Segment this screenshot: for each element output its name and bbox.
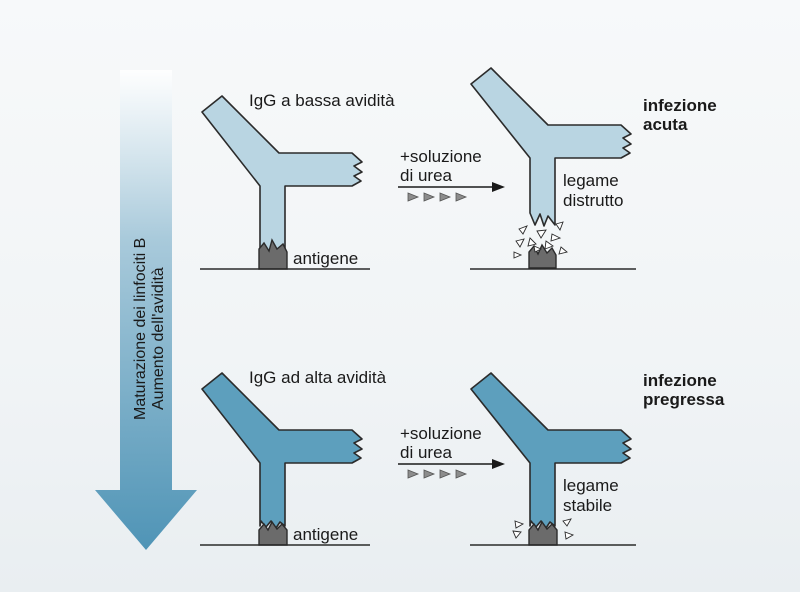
bottom-row: IgG ad alta avidità antigene +soluzione …: [200, 368, 725, 546]
bond-label-top-1: legame: [563, 171, 619, 190]
result-label-bottom-2: pregressa: [643, 390, 725, 409]
antibody-label-high: IgG ad alta avidità: [249, 368, 387, 387]
urea-deflected-bottom: [512, 518, 575, 540]
broken-fragments-top: [513, 221, 568, 259]
maturation-label: Maturazione dei linfociti B: [132, 238, 149, 420]
bond-label-bottom-1: legame: [563, 476, 619, 495]
antigen-top-right: [528, 243, 557, 269]
antigen-bottom-left: [258, 520, 288, 546]
low-avidity-antibody-after: [470, 67, 632, 227]
antibody-label-low: IgG a bassa avidità: [249, 91, 395, 110]
high-avidity-antibody: [201, 372, 363, 529]
reaction-arrow-bottom-head: [492, 459, 505, 469]
antigen-label-top: antigene: [293, 249, 358, 268]
urea-particles-bottom: [407, 469, 468, 479]
reagent-label-top-1: +soluzione: [400, 147, 482, 166]
reagent-label-top-2: di urea: [400, 166, 453, 185]
bond-label-top-2: distrutto: [563, 191, 623, 210]
bond-label-bottom-2: stabile: [563, 496, 612, 515]
result-label-top-1: infezione: [643, 96, 717, 115]
antigen-label-bottom: antigene: [293, 525, 358, 544]
result-label-top-2: acuta: [643, 115, 688, 134]
antigen-top-left: [258, 238, 288, 270]
result-label-bottom-1: infezione: [643, 371, 717, 390]
urea-particles-top: [407, 192, 468, 202]
high-avidity-antibody-after: [470, 372, 632, 529]
antigen-bottom-right: [528, 520, 558, 546]
maturation-arrow: [95, 70, 197, 550]
top-row: IgG a bassa avidità antigene +soluzione …: [200, 67, 717, 270]
avidity-label: Aumento dell'avidità: [150, 267, 167, 410]
reagent-label-bottom-2: di urea: [400, 443, 453, 462]
low-avidity-antibody: [201, 95, 363, 259]
reagent-label-bottom-1: +soluzione: [400, 424, 482, 443]
reaction-arrow-top-head: [492, 182, 505, 192]
